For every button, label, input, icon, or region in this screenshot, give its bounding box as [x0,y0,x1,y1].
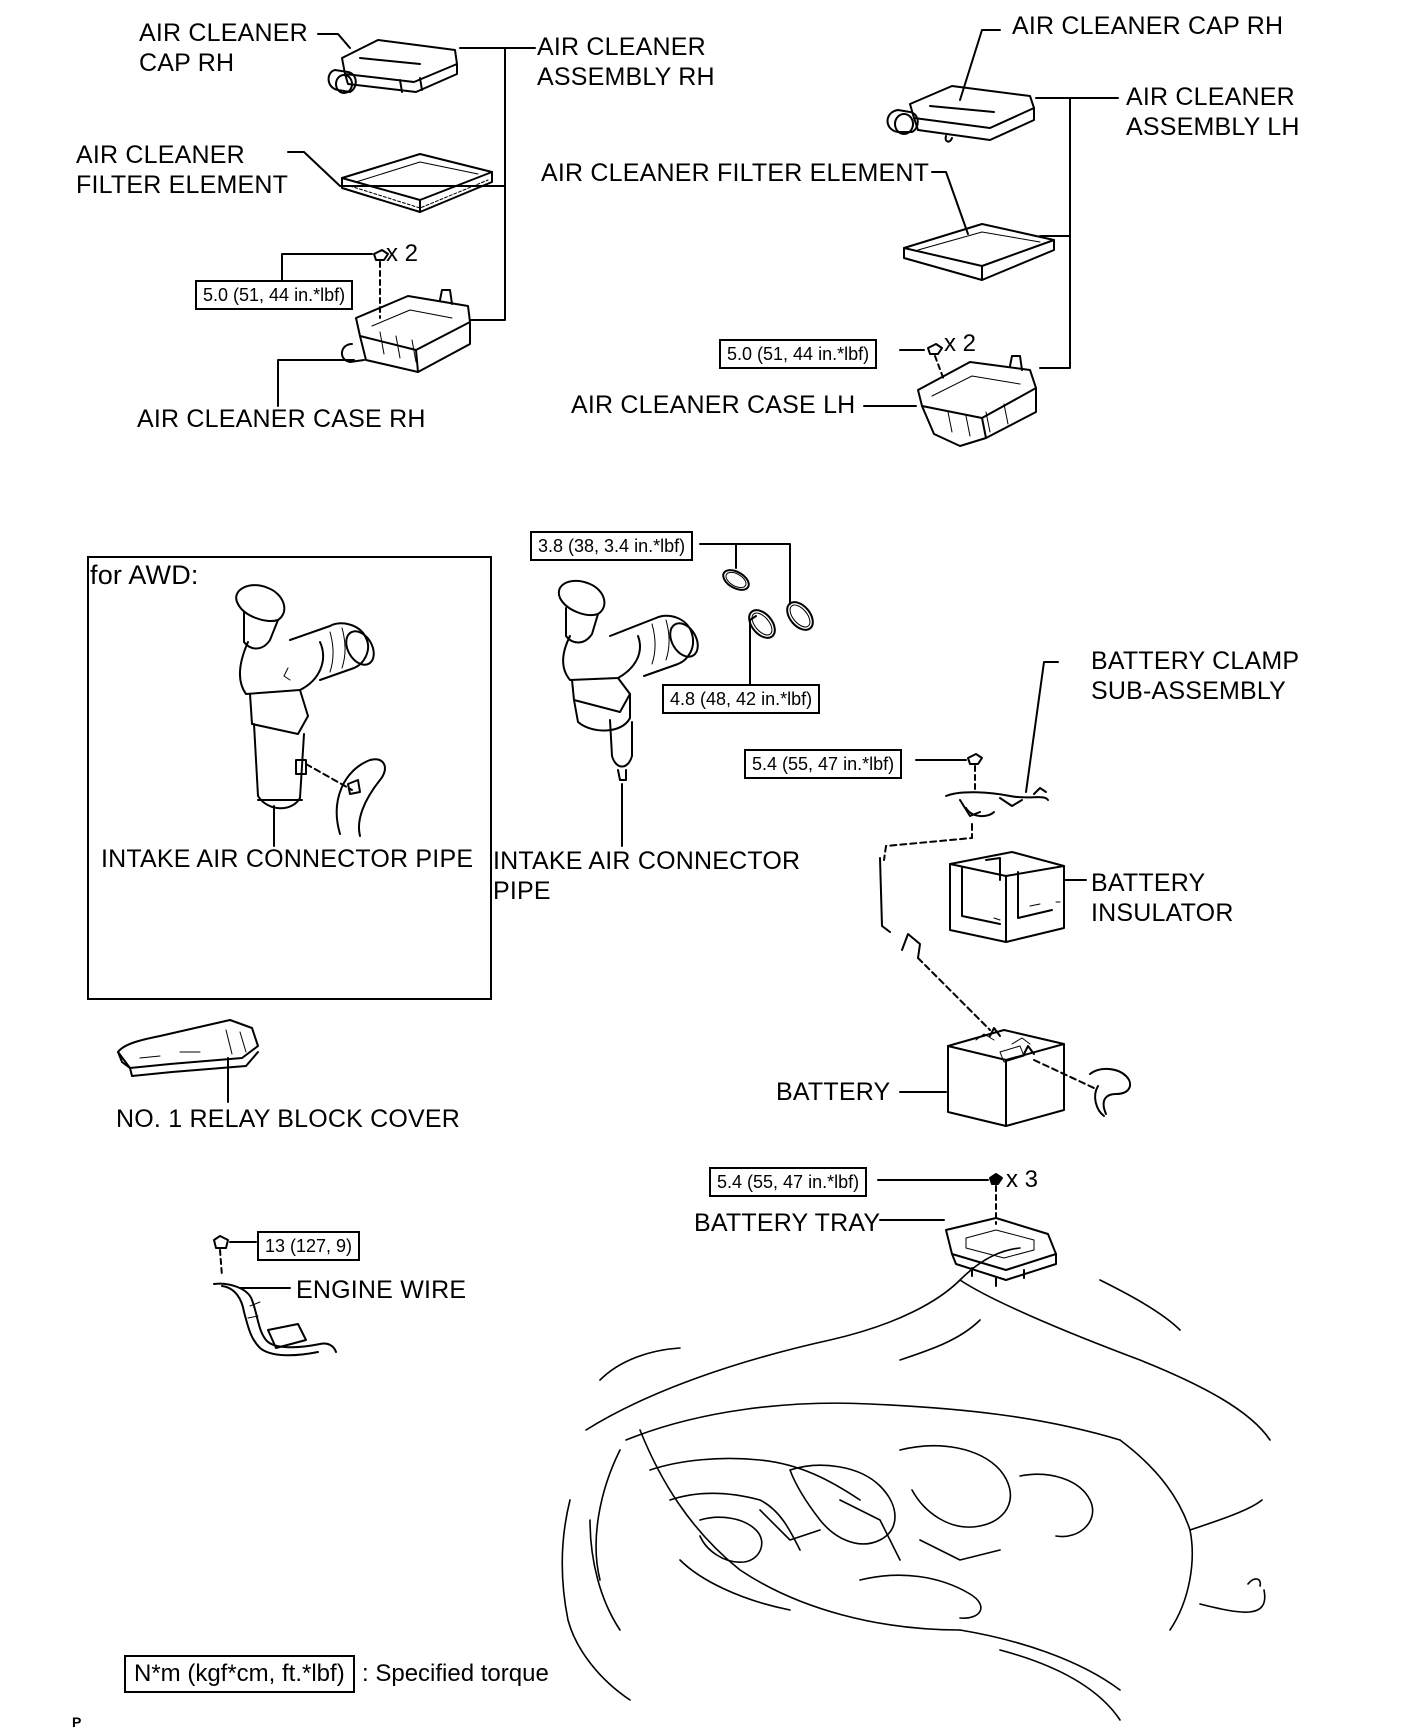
label-air-cleaner-cap-rh-right: AIR CLEANER CAP RH [1012,12,1284,40]
legend-specified-torque-text: : Specified torque [362,1660,549,1687]
label-engine-wire: ENGINE WIRE [296,1276,467,1304]
label-battery-insulator: BATTERY INSULATOR [1091,869,1234,927]
legend-torque-unit-box: N*m (kgf*cm, ft.*lbf) [124,1655,355,1693]
torque-box-battery-clamp: 5.4 (55, 47 in.*lbf) [744,749,903,779]
quantity-battery-tray: x 3 [1006,1166,1039,1193]
air-cleaner-filter-element-lh-part [903,223,1055,281]
bracket-assembly-lh [1035,97,1071,369]
torque-box-clamp-large: 4.8 (48, 42 in.*lbf) [662,684,821,714]
torque-box-battery-tray: 5.4 (55, 47 in.*lbf) [709,1167,868,1197]
leader-case-rh [277,359,355,407]
label-air-cleaner-case-rh: AIR CLEANER CASE RH [137,405,426,433]
label-air-cleaner-case-lh: AIR CLEANER CASE LH [571,391,856,419]
label-air-cleaner-assembly-lh: AIR CLEANER ASSEMBLY LH [1126,83,1300,141]
air-cleaner-cap-rh-part [327,39,458,94]
hose-clamp-small-part [722,569,750,591]
awd-inset-frame [87,556,492,1000]
label-battery: BATTERY [776,1078,891,1106]
label-battery-clamp-sub-assembly: BATTERY CLAMP SUB-ASSEMBLY [1091,647,1300,705]
torque-box-case-rh: 5.0 (51, 44 in.*lbf) [195,280,354,310]
relay-block-cover-part [117,1019,259,1077]
air-cleaner-case-rh-part [341,289,471,373]
label-air-cleaner-cap-rh: AIR CLEANER CAP RH [139,19,308,77]
label-for-awd: for AWD: [90,560,199,590]
footer-mark: P [72,1714,82,1730]
label-air-cleaner-assembly-rh: AIR CLEANER ASSEMBLY RH [537,33,715,91]
leader-cap-rh [317,33,351,49]
label-intake-air-connector-pipe-awd: INTAKE AIR CONNECTOR PIPE [101,845,474,873]
air-cleaner-filter-element-rh-part [341,153,493,213]
awd-hose [335,758,386,837]
battery-clamp-part [945,787,1049,818]
leader-cap-rh-right [959,29,1001,101]
intake-air-connector-pipe-awd-part [235,584,375,810]
bracket-assembly-rh [459,47,506,321]
label-battery-tray: BATTERY TRAY [694,1209,881,1237]
leader-filter-rh [287,151,506,187]
torque-box-engine-wire: 13 (127, 9) [257,1231,361,1261]
intake-air-connector-pipe-part [557,579,699,781]
quantity-case-rh: x 2 [386,240,419,267]
leader-filter-lh [931,171,969,235]
label-intake-air-connector-pipe: INTAKE AIR CONNECTOR PIPE [493,847,801,905]
battery-insulator-part [949,851,1065,943]
torque-box-case-lh: 5.0 (51, 44 in.*lbf) [719,339,878,369]
battery-part [901,933,1132,1127]
label-air-cleaner-filter-element-lh: AIR CLEANER FILTER ELEMENT [541,159,930,187]
quantity-case-lh: x 2 [944,330,977,357]
hold-down-rod-part [879,857,891,933]
engine-wire-part [213,1282,337,1357]
label-air-cleaner-filter-element-rh: AIR CLEANER FILTER ELEMENT [76,141,289,199]
vehicle-engine-bay-illustration [561,1247,1271,1721]
hose-clamp-large-part [748,601,814,639]
torque-box-clamp-small: 3.8 (38, 3.4 in.*lbf) [530,531,694,561]
air-cleaner-cap-rh-right-part [886,85,1035,143]
air-cleaner-case-lh-part [917,355,1037,447]
label-no1-relay-block-cover: NO. 1 RELAY BLOCK COVER [116,1105,461,1133]
